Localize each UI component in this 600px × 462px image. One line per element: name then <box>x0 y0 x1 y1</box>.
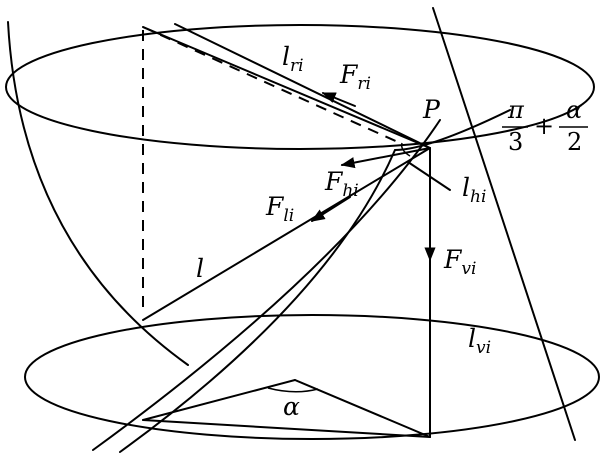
bottom-line-base <box>142 419 431 438</box>
label-f-ri-sub: ri <box>357 74 371 94</box>
dashed-line-to-p <box>142 26 401 144</box>
bottom-line-right <box>294 379 431 438</box>
sweep-curve <box>92 119 441 451</box>
bottom-ellipse <box>24 314 600 440</box>
arrow-f-li <box>310 196 351 222</box>
l-hi-pointer <box>407 161 451 191</box>
label-f-li-base: F <box>265 192 285 221</box>
label-l: l <box>196 254 204 283</box>
label-f-li: Fli <box>265 192 294 226</box>
label-f-hi-base: F <box>324 167 344 196</box>
bottom-line-left <box>142 379 296 421</box>
label-l-hi-base: l <box>462 173 470 202</box>
label-f-vi: Fvi <box>443 245 476 279</box>
line-l <box>142 147 431 321</box>
label-l-vi-base: l <box>468 324 476 353</box>
right-vertical-line <box>432 7 576 441</box>
label-f-ri-base: F <box>339 60 359 89</box>
p-angle-arc <box>400 142 411 157</box>
label-f-hi-sub: hi <box>342 181 358 201</box>
label-l-hi: lhi <box>462 173 486 207</box>
label-l-vi-sub: vi <box>476 338 491 358</box>
arrow-f-hi <box>340 147 431 169</box>
label-f-ri: Fri <box>339 60 371 94</box>
rope-l-ri <box>142 26 431 149</box>
angle-op: + <box>534 112 554 140</box>
alpha-arc <box>267 387 319 393</box>
main-curve <box>119 109 511 453</box>
label-l-ri-base: l <box>282 42 290 71</box>
top-ellipse <box>5 24 595 150</box>
arrow-f-ri <box>321 92 356 107</box>
label-l-ri-sub: ri <box>290 56 304 76</box>
label-alpha: α <box>283 392 300 421</box>
angle-fraction: π 3 + α 2 <box>502 96 588 156</box>
angle-den-right: 2 <box>567 128 582 156</box>
angle-num-left: π <box>507 96 525 124</box>
angle-den-left: 3 <box>508 128 523 156</box>
upper-edge-line <box>174 23 431 149</box>
label-l-vi: lvi <box>468 324 491 358</box>
label-l-hi-sub: hi <box>470 187 486 207</box>
left-bowl-curve <box>7 21 189 366</box>
label-l-ri: lri <box>282 42 304 76</box>
label-f-vi-sub: vi <box>461 259 476 279</box>
angle-num-right: α <box>566 96 582 124</box>
label-p: P <box>422 95 441 124</box>
label-f-hi: Fhi <box>324 167 359 201</box>
label-f-vi-base: F <box>443 245 463 274</box>
label-f-li-sub: li <box>283 206 294 226</box>
